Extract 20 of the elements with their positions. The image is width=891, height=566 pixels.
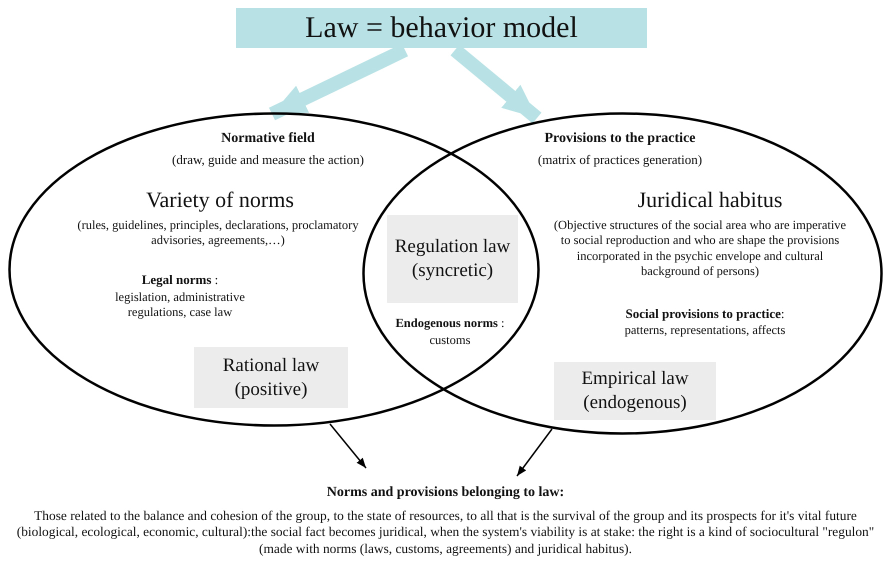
section-subtitle: (matrix of practices generation) [536, 152, 704, 168]
title-box: Law = behavior model [236, 8, 647, 48]
section-heading: Normative field [220, 130, 316, 148]
category-description: legislation, administrative regulations, case law [114, 290, 246, 320]
overlap-heading: Endogenous norms : [394, 316, 506, 331]
conclusion-heading: Norms and provisions belonging to law: [326, 484, 566, 502]
law-type-box: Empirical law (endogenous) [554, 362, 716, 420]
category-description: patterns, representations, affects [624, 323, 786, 338]
concept-title: Juridical habitus [636, 188, 784, 212]
category-heading: Social provisions to practice: [624, 306, 786, 322]
concept-title: Variety of norms [145, 188, 295, 212]
concept-description: (rules, guidelines, principles, declarations, proclamatory advisories, agreements,…) [76, 218, 360, 248]
concept-description: (Objective structures of the social area who are imperative to social reproduction and who are shape the provisions incorporated in the psychic envelope and cultural background of persons) [552, 218, 848, 279]
conclusion-paragraph: Those related to the balance and cohesion of the group, to the state of resources, to all that is the survival of the group and its prospects for it's vital future (biological, ecological, economic, cultural):the social fact becomes juridical, when the system's viability is at stake: the right is a kind of sociocultural "regulon" (made with norms (laws, customs, agreements) and juridical habitus). [16, 508, 876, 558]
law-type-box: Rational law (positive) [194, 347, 348, 408]
law-type-box: Regulation law (syncretic) [387, 215, 518, 303]
section-heading: Provisions to the practice [544, 130, 696, 148]
section-subtitle: (draw, guide and measure the action) [171, 152, 365, 168]
category-heading: Legal norms : [140, 272, 220, 288]
overlap-description: customs [428, 333, 472, 348]
